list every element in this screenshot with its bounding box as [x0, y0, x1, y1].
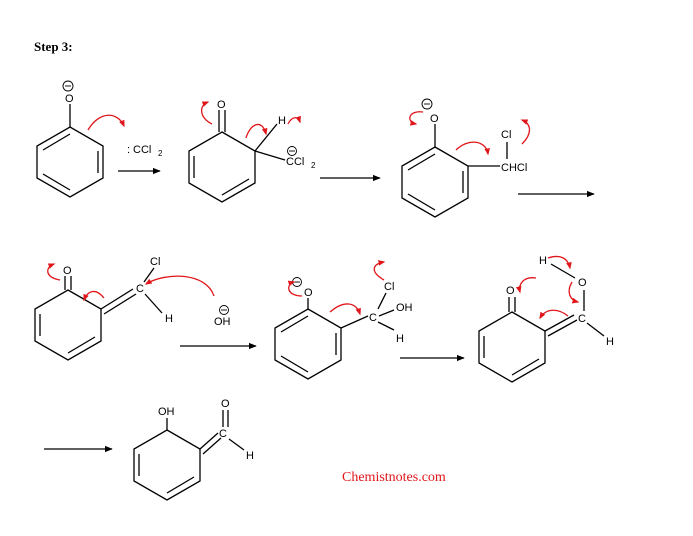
hydrogen-label: H: [539, 255, 547, 267]
svg-text:CCl: CCl: [133, 144, 151, 156]
chlorohydrin-phenoxide: O C Cl OH H: [274, 260, 413, 380]
hydrogen-label: H: [606, 336, 614, 348]
curly-arrow: [287, 280, 303, 297]
hydroxyl-label: OH: [396, 302, 413, 314]
curly-arrow: [539, 309, 569, 320]
carbonyl-oxygen-label: O: [217, 99, 226, 111]
curly-arrow: [520, 119, 531, 145]
hydroxide-label: OH: [214, 316, 231, 328]
curly-arrow: [373, 260, 386, 281]
carbon-label: C: [578, 313, 586, 325]
chcl-label: CHCl: [501, 162, 527, 174]
hydrogen-label: H: [396, 333, 404, 345]
negative-charge-icon: [421, 98, 433, 110]
chlorine-label: Cl: [384, 281, 394, 293]
hydroxyl-label: OH: [158, 406, 175, 418]
curly-arrow: [568, 281, 580, 304]
curly-arrow: [409, 111, 424, 126]
oxygen-label: O: [304, 287, 313, 299]
curly-arrow: [83, 290, 105, 302]
oxygen-label: O: [430, 113, 439, 125]
negative-charge-icon: [62, 80, 74, 92]
benzene-ring: [401, 146, 469, 218]
carbon-label: C: [369, 312, 377, 324]
carbon-label: C: [219, 428, 227, 440]
aldehyde-oxygen-label: O: [221, 398, 230, 410]
hydroxyl-oxygen-label: O: [578, 277, 587, 289]
cyclohexadiene-ring: [133, 429, 201, 501]
step-heading: Step 3:: [34, 39, 73, 54]
negative-charge-icon: [287, 146, 297, 156]
cyclohexadiene-ring: [188, 131, 256, 203]
svg-text::: :: [127, 144, 130, 156]
ccl2-label: CCl: [286, 156, 304, 168]
carbonyl-oxygen-label: O: [63, 265, 72, 277]
dichloromethyl-phenoxide: O CHCl Cl: [401, 98, 531, 218]
benzene-ring: [36, 126, 104, 198]
curly-arrow: [455, 141, 490, 156]
svg-text:2: 2: [311, 161, 316, 170]
curly-arrow: [547, 255, 572, 270]
cyclohexadiene-ring: [34, 289, 102, 361]
curly-arrow: [87, 114, 125, 131]
site-watermark: Chemistnotes.com: [342, 470, 446, 485]
curly-arrow: [515, 277, 537, 294]
curly-arrow: [245, 123, 268, 139]
negative-charge-icon: [219, 305, 229, 315]
svg-text:2: 2: [158, 149, 163, 158]
hydroxymethylene-dienone: O C H O H: [478, 255, 614, 383]
oxygen-label: O: [65, 93, 74, 105]
chlorine-label: Cl: [150, 256, 160, 268]
hydrogen-label: H: [278, 115, 286, 127]
phenoxide-molecule: O: [36, 80, 125, 198]
hydrogen-label: H: [165, 313, 173, 325]
cyclohexadiene-ring: [478, 311, 546, 383]
hydrogen-label: H: [246, 450, 254, 462]
chloromethylene-dienone: O C Cl H OH: [34, 256, 231, 361]
product-molecule: OH C O H: [133, 398, 254, 501]
curly-arrow: [47, 263, 61, 281]
curly-arrow: [329, 303, 361, 316]
dichlorocarbene-reagent: : CCl 2: [127, 144, 163, 158]
curly-arrow: [287, 115, 301, 125]
carbonyl-oxygen-label: O: [506, 285, 515, 297]
benzene-ring: [274, 308, 342, 380]
curly-arrow: [201, 101, 213, 125]
chlorine-label: Cl: [501, 129, 511, 141]
carbon-label: C: [136, 283, 144, 295]
dienone-intermediate: O H CCl 2: [188, 99, 316, 203]
curly-arrow: [144, 275, 215, 297]
